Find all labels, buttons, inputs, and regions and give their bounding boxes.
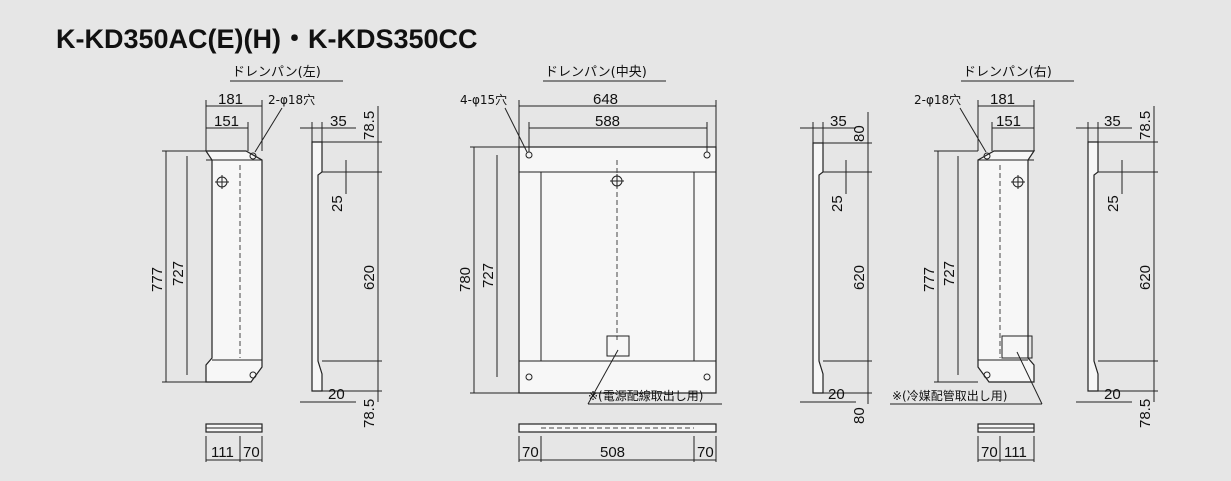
dim-588: 588: [595, 113, 620, 130]
dim-151: 151: [214, 113, 239, 130]
mount-hole: [703, 373, 711, 381]
dim-111: 111: [1004, 444, 1027, 461]
dim-20: 20: [1104, 386, 1121, 403]
right-pan-bottom: [977, 423, 1035, 462]
mount-hole: [249, 152, 257, 160]
dim-25: 25: [829, 195, 846, 212]
left-pan-front: [204, 150, 263, 383]
dim-620: 620: [851, 265, 868, 290]
right-pan-outline: [977, 150, 1036, 383]
page-title: K-KD350AC(E)(H)・K-KDS350CC: [56, 24, 478, 54]
caption-left: ドレンパン(左): [232, 65, 321, 80]
caption-center: ドレンパン(中央): [545, 65, 647, 80]
dim-70: 70: [981, 444, 998, 461]
dim-727: 727: [480, 263, 497, 288]
mount-hole: [525, 373, 533, 381]
dim-777: 777: [149, 267, 166, 292]
note-leader: [1016, 351, 1043, 405]
dim-727: 727: [941, 261, 958, 286]
dim-508: 508: [600, 444, 625, 461]
side-outline: [812, 142, 824, 394]
dim-78-5-bottom: 78.5: [1137, 399, 1154, 428]
leader-line: [254, 107, 283, 153]
dim-78-5-bottom: 78.5: [361, 399, 378, 428]
right-pan-front: [977, 150, 1036, 383]
left-pan-side: [311, 141, 323, 392]
dim-35: 35: [1104, 113, 1121, 130]
dim-727: 727: [170, 261, 187, 286]
leader-line: [504, 107, 528, 153]
left-pan-bottom: [205, 423, 263, 462]
dim-151: 151: [996, 113, 1021, 130]
dim-620: 620: [1137, 265, 1154, 290]
left-pan-outline: [204, 150, 263, 383]
dim-25: 25: [1105, 195, 1122, 212]
dim-35: 35: [830, 113, 847, 130]
dim-35: 35: [330, 113, 347, 130]
center-pan-side: [812, 142, 824, 394]
leader-line: [959, 107, 987, 153]
mount-hole: [249, 371, 257, 379]
mount-hole: [983, 152, 991, 160]
dim-70-left: 70: [522, 444, 539, 461]
right-pan-side: [1087, 141, 1099, 392]
side-outline: [1087, 141, 1099, 392]
dim-70: 70: [243, 444, 260, 461]
dim-20: 20: [328, 386, 345, 403]
wiring-knockout: [606, 335, 630, 357]
center-pan-front: [518, 146, 717, 394]
center-pan-bottom: [518, 423, 717, 462]
dim-780: 780: [457, 267, 474, 292]
note-leader: [587, 349, 619, 405]
dim-70-right: 70: [697, 444, 714, 461]
dim-78-5-top: 78.5: [361, 111, 378, 140]
mount-hole: [983, 371, 991, 379]
dim-620: 620: [361, 265, 378, 290]
dim-777: 777: [921, 267, 938, 292]
refrigerant-knockout: [1001, 335, 1033, 359]
dim-648: 648: [593, 91, 618, 108]
hole-spec: 4-φ15穴: [460, 92, 507, 107]
dim-111: 111: [211, 444, 234, 461]
dim-181: 181: [218, 91, 243, 108]
dim-181: 181: [990, 91, 1015, 108]
dim-78-5-top: 78.5: [1137, 111, 1154, 140]
caption-right: ドレンパン(右): [963, 65, 1052, 80]
wiring-note: ※(電源配線取出し用): [588, 388, 703, 403]
dim-20: 20: [828, 386, 845, 403]
hole-spec: 2-φ18穴: [914, 92, 961, 107]
side-outline: [311, 141, 323, 392]
dim-80-bottom: 80: [851, 407, 868, 424]
dim-25: 25: [329, 195, 346, 212]
hole-spec: 2-φ18穴: [268, 92, 315, 107]
refrigerant-note: ※(冷媒配管取出し用): [892, 388, 1007, 403]
dim-80-top: 80: [851, 125, 868, 142]
